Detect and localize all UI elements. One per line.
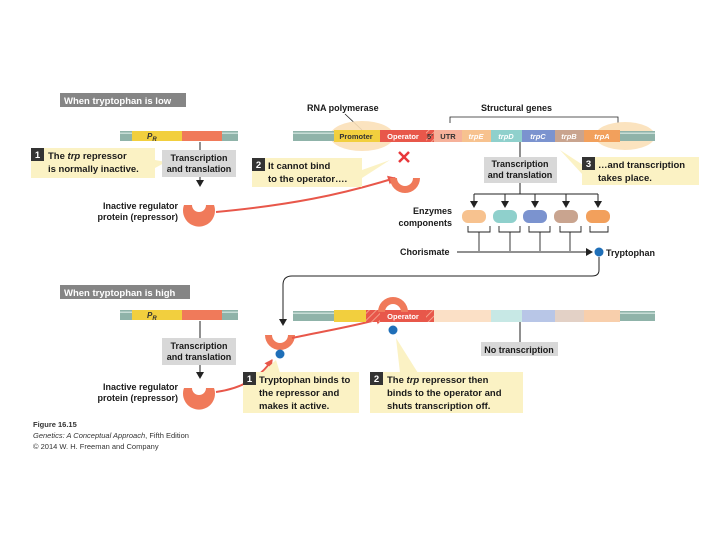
enzymes-label: Enzymes [413, 206, 452, 216]
svg-text:Operator: Operator [387, 312, 419, 321]
structural-genes-bracket [449, 116, 619, 123]
callout-low-2: 2 It cannot bind to the operator…. [252, 158, 390, 187]
svg-text:Promoter: Promoter [339, 132, 372, 141]
header-high-bg [60, 285, 190, 299]
svg-text:and translation: and translation [488, 170, 553, 180]
callout-low-3: 3 …and transcription takes place. [560, 150, 699, 185]
enzyme-trpE [462, 210, 486, 223]
svg-text:PR: PR [147, 311, 157, 322]
tryptophan-dot-icon [275, 349, 285, 359]
svg-text:trpC: trpC [530, 132, 546, 141]
svg-text:Transcription: Transcription [170, 153, 227, 163]
chorismate-label: Chorismate [400, 247, 450, 257]
copyright: © 2014 W. H. Freeman and Company [33, 442, 159, 451]
enzyme-trpC [523, 210, 547, 223]
svg-text:trpB: trpB [561, 132, 577, 141]
repressor-shape-icon [390, 178, 420, 193]
svg-text:the repressor and: the repressor and [259, 388, 339, 399]
repressor-shape-icon [183, 205, 215, 227]
svg-text:takes place.: takes place. [598, 173, 652, 184]
enzyme-trpD [493, 210, 517, 223]
svg-text:…and transcription: …and transcription [598, 160, 685, 171]
operon-low: Promoter Operator 5′ UTR trpE trpD trpC … [293, 121, 655, 151]
svg-text:It cannot bind: It cannot bind [268, 161, 330, 172]
inactive-regulator-label-high: Inactive regulator [103, 382, 179, 392]
regulator-gene-high: PR [120, 310, 238, 322]
transcription-box-operon: Transcription and translation [484, 157, 557, 183]
svg-text:binds to the operator and: binds to the operator and [387, 388, 502, 399]
structural-genes-label: Structural genes [481, 103, 552, 113]
svg-text:to the operator….: to the operator…. [268, 174, 347, 185]
feedback-arrow [279, 257, 600, 326]
repressor-shape-icon [182, 388, 215, 410]
components-label: components [398, 218, 452, 228]
section-high: When tryptophan is high PR Transcription… [60, 285, 655, 413]
svg-text:trpD: trpD [498, 132, 514, 141]
svg-text:2: 2 [256, 160, 261, 171]
svg-text:3: 3 [586, 159, 591, 170]
figure-number: Figure 16.15 [33, 420, 77, 429]
transcription-box-high-regulator: Transcription and translation [162, 338, 236, 365]
svg-text:makes it active.: makes it active. [259, 401, 329, 412]
tryptophan-dot-icon [388, 325, 398, 335]
svg-text:No transcription: No transcription [484, 345, 554, 355]
svg-text:is normally inactive.: is normally inactive. [48, 164, 139, 175]
header-low: When tryptophan is low [64, 96, 172, 107]
inactive-regulator-label-high-2: protein (repressor) [97, 393, 178, 403]
enzyme-trpA [586, 210, 610, 223]
svg-text:and translation: and translation [167, 164, 232, 174]
tryptophan-dot-icon [594, 247, 604, 257]
transcription-box-low-regulator: Transcription and translation [162, 150, 236, 177]
svg-text:The trp repressor then: The trp repressor then [387, 375, 489, 386]
callout-high-2: 2 The trp repressor then binds to the op… [370, 338, 523, 413]
svg-text:1: 1 [35, 150, 41, 161]
svg-text:UTR: UTR [440, 132, 456, 141]
enzyme-components [462, 210, 610, 223]
tryptophan-label: Tryptophan [606, 248, 655, 258]
regulator-promoter-label: PR [147, 132, 157, 143]
svg-text:trpE: trpE [469, 132, 485, 141]
svg-text:The trp repressor: The trp repressor [48, 151, 127, 162]
svg-text:Transcription: Transcription [170, 341, 227, 351]
enzyme-trpB [554, 210, 578, 223]
section-low: When tryptophan is low PR 1 The trp repr… [31, 93, 699, 258]
svg-text:trpA: trpA [594, 132, 609, 141]
svg-text:Operator: Operator [387, 132, 419, 141]
arrow-repressor-to-operator-low [215, 175, 396, 213]
operon-high: Operator [293, 310, 655, 322]
svg-text:Transcription: Transcription [491, 159, 548, 169]
inactive-regulator-label-low: Inactive regulator [103, 201, 179, 211]
svg-text:and translation: and translation [167, 352, 232, 362]
svg-text:1: 1 [247, 374, 253, 385]
bound-repressor-shape-icon [378, 297, 408, 312]
figure-caption: Figure 16.15 Genetics: A Conceptual Appr… [33, 420, 189, 451]
enzyme-branch-arrows [470, 193, 602, 208]
book-title: Genetics: A Conceptual Approach, Fifth E… [33, 431, 189, 440]
svg-text:5′: 5′ [427, 132, 433, 141]
callout-high-1: 1 Tryptophan binds to the repressor and … [243, 360, 359, 413]
callout-low-1: 1 The trp repressor is normally inactive… [31, 148, 166, 178]
rna-polymerase-label: RNA polymerase [307, 103, 379, 113]
header-high: When tryptophan is high [64, 288, 176, 299]
x-mark-icon [398, 151, 410, 163]
regulator-gene-low: PR [120, 131, 238, 143]
svg-text:2: 2 [374, 374, 379, 385]
no-transcription-box: No transcription [481, 342, 558, 356]
inactive-regulator-label-low-2: protein (repressor) [97, 212, 178, 222]
svg-text:Tryptophan binds to: Tryptophan binds to [259, 375, 350, 386]
header-low-bg [60, 93, 186, 107]
active-repressor-shape-icon [265, 335, 295, 350]
svg-text:shuts transcription off.: shuts transcription off. [387, 401, 490, 412]
pathway-brackets [467, 226, 609, 251]
